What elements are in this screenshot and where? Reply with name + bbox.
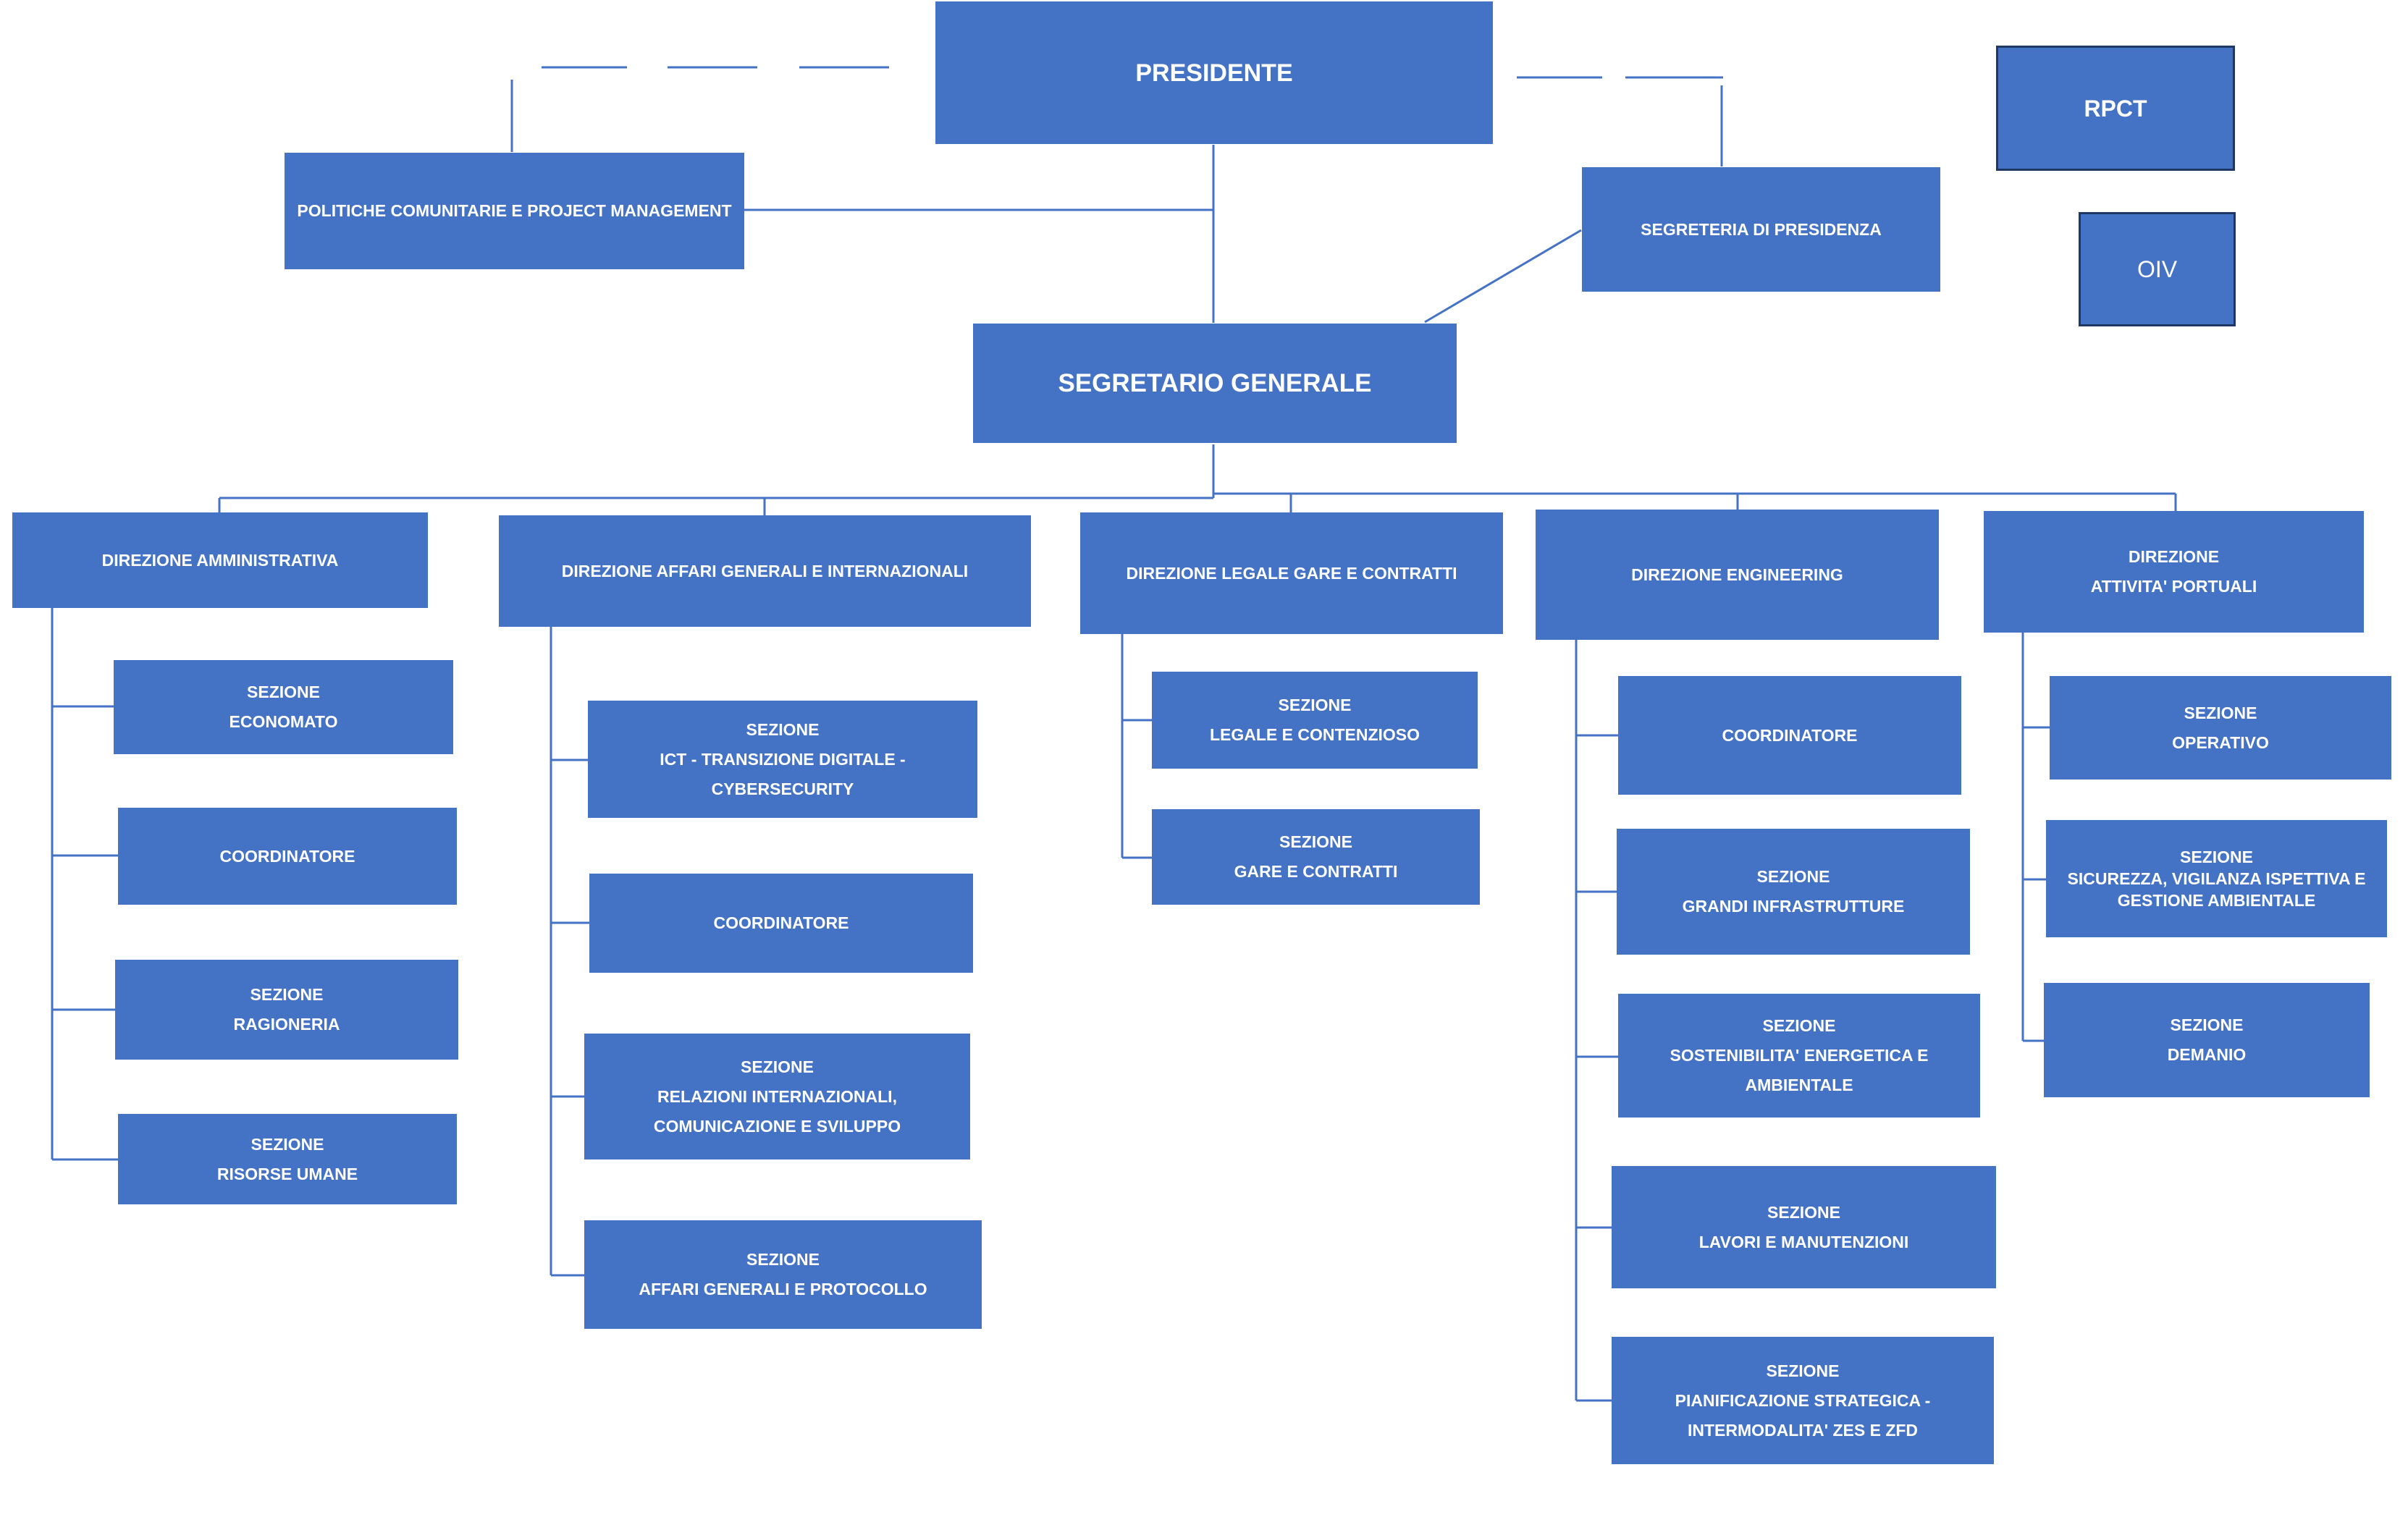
sezione-ict-box: SEZIONE ICT - TRANSIZIONE DIGITALE - CYB… xyxy=(588,701,977,818)
coordinatore-engineering-box: COORDINATORE xyxy=(1618,676,1961,795)
sezione-lavori-manutenzioni-box: SEZIONE LAVORI E MANUTENZIONI xyxy=(1612,1166,1996,1288)
sezione-sicurezza-box: SEZIONE SICUREZZA, VIGILANZA ISPETTIVA E… xyxy=(2046,820,2387,937)
sezione-line: SEZIONE xyxy=(251,1134,324,1154)
sezione-line: SEZIONE xyxy=(247,683,320,701)
oiv-box: OIV xyxy=(2079,212,2236,326)
sezione-line: SEZIONE xyxy=(1767,1202,1840,1222)
direzione-title-line: DIREZIONE xyxy=(2128,547,2220,566)
sezione-line: SEZIONE xyxy=(1766,1361,1840,1380)
presidente-box: PRESIDENTE xyxy=(935,1,1493,144)
sezione-line: DEMANIO xyxy=(2167,1045,2247,1064)
sezione-line: SEZIONE xyxy=(746,719,820,739)
direzione-title-line: DIREZIONE AFFARI GENERALI E INTERNAZIONA… xyxy=(561,561,969,580)
direzione-title-line: DIREZIONE ENGINEERING xyxy=(1631,565,1843,584)
sezione-line: COORDINATORE xyxy=(713,913,849,932)
sezione-grandi-infrastrutture-box: SEZIONE GRANDI INFRASTRUTTURE xyxy=(1617,829,1970,955)
sezione-line: SEZIONE xyxy=(250,985,324,1004)
sezione-line: RAGIONERIA xyxy=(233,1015,340,1034)
segretario-generale-label: SEGRETARIO GENERALE xyxy=(1058,368,1372,397)
sezione-economato-box: SEZIONE ECONOMATO xyxy=(114,660,453,754)
direzione-affari-generali-box: DIREZIONE AFFARI GENERALI E INTERNAZIONA… xyxy=(499,515,1031,627)
direzione-title-line: ATTIVITA' PORTUALI xyxy=(2090,577,2257,596)
sezione-line: SEZIONE xyxy=(2170,1015,2244,1034)
direzione-amministrativa-box: DIREZIONE AMMINISTRATIVA xyxy=(12,512,428,608)
sezione-pianificazione-strategica-box: SEZIONE PIANIFICAZIONE STRATEGICA - INTE… xyxy=(1612,1337,1994,1464)
politiche-comunitarie-box: POLITICHE COMUNITARIE E PROJECT MANAGEME… xyxy=(285,153,744,269)
sezione-line: GRANDI INFRASTRUTTURE xyxy=(1682,897,1905,916)
direzione-legale-box: DIREZIONE LEGALE GARE E CONTRATTI xyxy=(1080,512,1503,634)
rpct-box: RPCT xyxy=(1996,46,2235,171)
sezione-line: INTERMODALITA' ZES E ZFD xyxy=(1687,1420,1919,1440)
rpct-label: RPCT xyxy=(2084,95,2147,122)
sezione-line: GESTIONE AMBIENTALE xyxy=(2117,891,2316,910)
direzione-title-line: DIREZIONE LEGALE GARE E CONTRATTI xyxy=(1126,563,1457,583)
sezione-sostenibilita-box: SEZIONE SOSTENIBILITA' ENERGETICA E AMBI… xyxy=(1618,994,1980,1118)
oiv-label: OIV xyxy=(2137,255,2178,282)
coordinatore-affari-generali-box: COORDINATORE xyxy=(589,874,973,973)
politiche-comunitarie-label: POLITICHE COMUNITARIE E PROJECT MANAGEME… xyxy=(297,201,732,220)
sezione-line: COORDINATORE xyxy=(219,846,355,866)
sezione-operativo-box: SEZIONE OPERATIVO xyxy=(2050,676,2391,780)
sezione-line: SOSTENIBILITA' ENERGETICA E AMBIENTALE xyxy=(1670,1046,1929,1094)
sezione-line: ICT - TRANSIZIONE DIGITALE - CYBERSECURI… xyxy=(660,749,906,798)
sezione-line: COORDINATORE xyxy=(1722,725,1858,745)
coordinatore-amministrativa-box: COORDINATORE xyxy=(118,808,457,905)
sezione-line: SEZIONE xyxy=(2184,703,2257,722)
sezione-demanio-box: SEZIONE DEMANIO xyxy=(2044,983,2370,1097)
sezione-line: OPERATIVO xyxy=(2172,732,2269,752)
presidente-label: PRESIDENTE xyxy=(1135,59,1293,87)
sezione-line: PIANIFICAZIONE STRATEGICA - xyxy=(1675,1390,1931,1410)
sezione-ragioneria-box: SEZIONE RAGIONERIA xyxy=(115,960,458,1060)
sezione-legale-contenzioso-box: SEZIONE LEGALE E CONTENZIOSO xyxy=(1152,672,1478,769)
sezione-line: SEZIONE xyxy=(746,1250,820,1269)
sezione-line: RISORSE UMANE xyxy=(216,1164,358,1183)
segreteria-presidenza-label: SEGRETERIA DI PRESIDENZA xyxy=(1641,219,1882,239)
sezione-risorse-umane-box: SEZIONE RISORSE UMANE xyxy=(118,1114,457,1204)
direzione-attivita-portuali-box: DIREZIONE ATTIVITA' PORTUALI xyxy=(1984,511,2364,633)
sezione-line: LEGALE E CONTENZIOSO xyxy=(1209,725,1420,744)
direzione-engineering-box: DIREZIONE ENGINEERING xyxy=(1536,510,1939,640)
sezione-relazioni-internazionali-box: SEZIONE RELAZIONI INTERNAZIONALI, COMUNI… xyxy=(584,1034,970,1159)
sezione-line: ECONOMATO xyxy=(229,712,338,731)
segreteria-presidenza-box: SEGRETERIA DI PRESIDENZA xyxy=(1582,167,1940,292)
direzione-title-line: DIREZIONE AMMINISTRATIVA xyxy=(101,550,339,570)
sezione-line: RELAZIONI INTERNAZIONALI, xyxy=(657,1086,897,1106)
sezione-line: SICUREZZA, VIGILANZA ISPETTIVA E xyxy=(2067,869,2366,888)
sezione-line: LAVORI E MANUTENZIONI xyxy=(1698,1232,1909,1251)
sezione-affari-generali-protocollo-box: SEZIONE AFFARI GENERALI E PROTOCOLLO xyxy=(584,1220,982,1329)
sezione-line: GARE E CONTRATTI xyxy=(1234,862,1398,881)
sezione-line: SEZIONE xyxy=(741,1057,814,1076)
sezione-line: SEZIONE xyxy=(1278,696,1352,714)
sezione-line: COMUNICAZIONE E SVILUPPO xyxy=(653,1116,901,1136)
sezione-line: SEZIONE xyxy=(1756,867,1830,886)
sezione-line: AFFARI GENERALI E PROTOCOLLO xyxy=(639,1280,927,1298)
sezione-gare-contratti-box: SEZIONE GARE E CONTRATTI xyxy=(1152,809,1480,905)
sezione-line: SEZIONE xyxy=(2180,848,2253,866)
sezione-line: SEZIONE xyxy=(1762,1016,1836,1035)
segretario-generale-box: SEGRETARIO GENERALE xyxy=(973,324,1457,443)
sezione-line: SEZIONE xyxy=(1279,832,1352,851)
